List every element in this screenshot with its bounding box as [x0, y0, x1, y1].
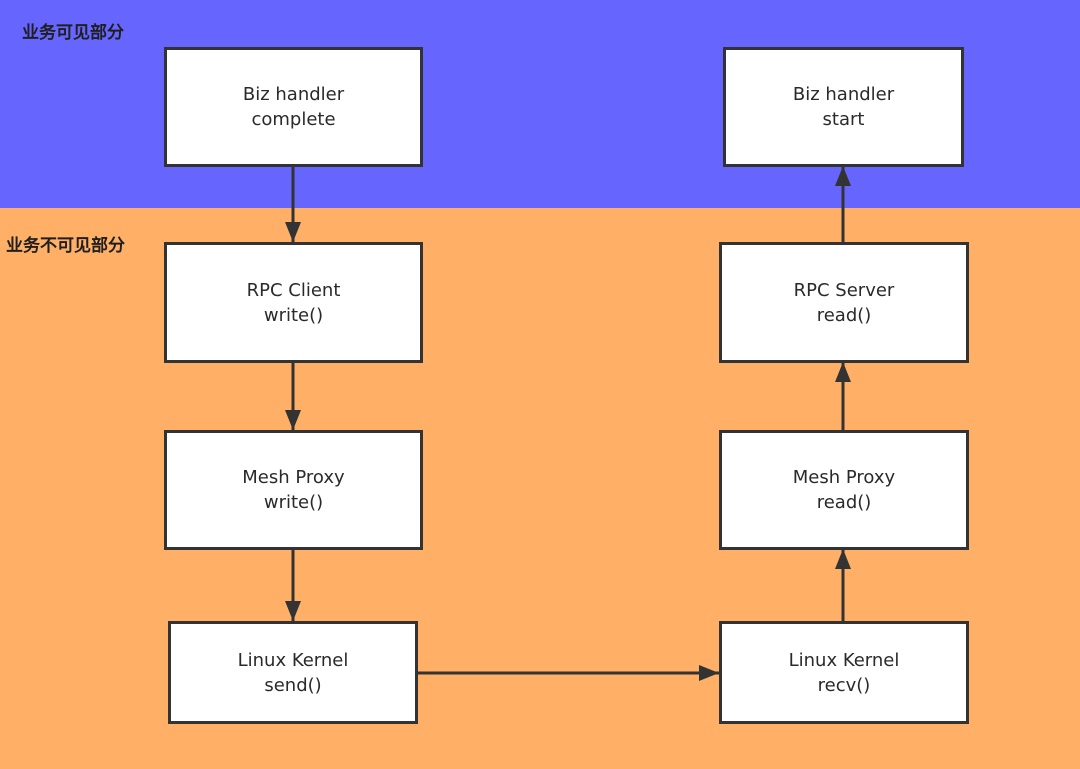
- node-mesh-proxy-write-title: Mesh Proxy: [242, 467, 345, 488]
- node-rpc-server-subtitle: read(): [816, 304, 872, 326]
- node-mesh-proxy-write: Mesh Proxy write(): [164, 430, 423, 550]
- node-linux-kernel-send-title: Linux Kernel: [237, 649, 349, 671]
- arrowhead-biz-start: [835, 166, 851, 186]
- node-biz-handler-complete-subtitle: complete: [251, 109, 336, 130]
- arrowhead-kernel-send: [285, 601, 301, 621]
- node-rpc-client-title: RPC Client: [246, 279, 341, 301]
- arrowhead-kernel-recv: [699, 665, 719, 681]
- node-biz-handler-start-subtitle: start: [822, 109, 865, 130]
- node-biz-handler-start-title: Biz handler: [792, 84, 895, 105]
- node-linux-kernel-recv: Linux Kernel recv(): [719, 621, 969, 724]
- node-rpc-server: RPC Server read(): [719, 242, 969, 363]
- node-mesh-proxy-read: Mesh Proxy read(): [719, 430, 969, 550]
- node-linux-kernel-recv-subtitle: recv(): [817, 674, 871, 696]
- node-linux-kernel-recv-title: Linux Kernel: [788, 649, 900, 671]
- node-rpc-client-subtitle: write(): [263, 304, 324, 326]
- business-visible-label: 业务可见部分: [22, 23, 124, 43]
- arrowhead-rpc-client: [285, 222, 301, 242]
- node-biz-handler-start: Biz handler start: [723, 47, 964, 167]
- node-rpc-server-title: RPC Server: [793, 279, 895, 301]
- node-mesh-proxy-read-subtitle: read(): [816, 492, 872, 513]
- node-biz-handler-complete: Biz handler complete: [164, 47, 423, 167]
- arrowhead-mesh-read: [835, 549, 851, 569]
- arrowhead-rpc-server: [835, 362, 851, 382]
- node-mesh-proxy-read-title: Mesh Proxy: [792, 467, 896, 488]
- arrowhead-mesh-write: [285, 410, 301, 430]
- node-mesh-proxy-write-subtitle: write(): [263, 492, 324, 513]
- node-biz-handler-complete-title: Biz handler: [242, 84, 345, 105]
- node-linux-kernel-send: Linux Kernel send(): [168, 621, 418, 724]
- node-rpc-client: RPC Client write(): [164, 242, 423, 363]
- business-invisible-label: 业务不可见部分: [6, 236, 125, 256]
- node-linux-kernel-send-subtitle: send(): [264, 674, 322, 696]
